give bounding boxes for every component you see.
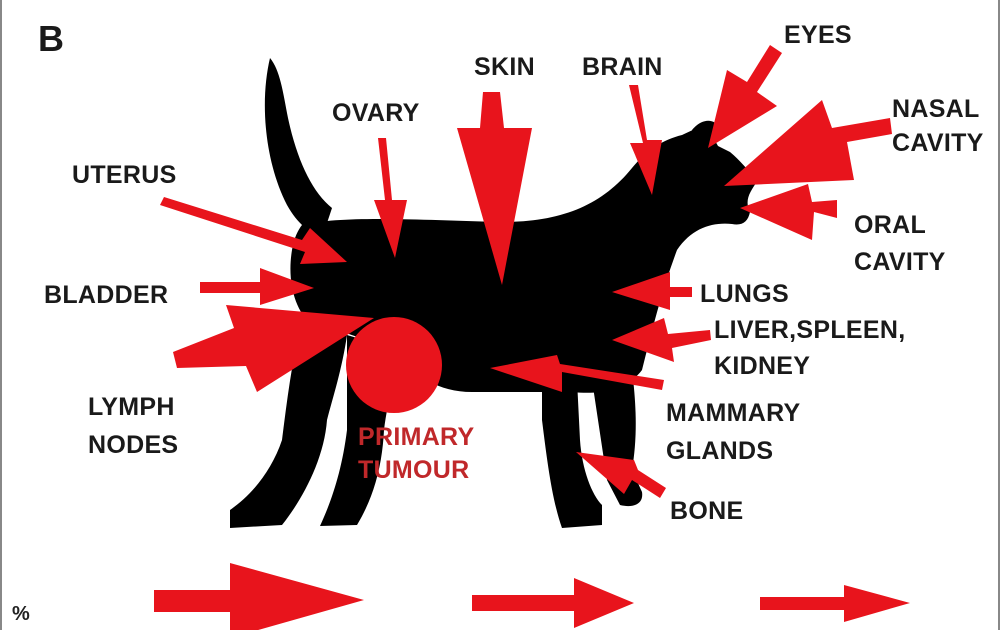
arrow-eyes <box>708 45 782 148</box>
label-mammary-line2: GLANDS <box>666 434 773 468</box>
label-skin: SKIN <box>474 50 535 84</box>
label-brain: BRAIN <box>582 50 663 84</box>
label-bone: BONE <box>670 494 743 528</box>
dog-front-leg-a <box>542 380 602 528</box>
legend-arrow-large <box>154 563 364 630</box>
dog-tail <box>265 58 332 233</box>
label-eyes: EYES <box>784 18 852 52</box>
label-primary-line1: PRIMARY <box>358 420 474 454</box>
label-lungs: LUNGS <box>700 277 789 311</box>
label-uterus: UTERUS <box>72 158 177 192</box>
label-ovary: OVARY <box>332 96 420 130</box>
label-lymph-line1: LYMPH <box>88 390 175 424</box>
label-liver-line1: LIVER,SPLEEN, <box>714 313 905 347</box>
label-oral-line1: ORAL <box>854 208 926 242</box>
label-bladder: BLADDER <box>44 278 168 312</box>
legend-arrow-small <box>760 585 910 622</box>
label-mammary-line1: MAMMARY <box>666 396 801 430</box>
label-nasal-line2: CAVITY <box>892 126 984 160</box>
primary-tumour-circle <box>346 317 442 413</box>
label-primary-line2: TUMOUR <box>358 453 470 487</box>
panel-letter: B <box>38 22 64 56</box>
label-lymph-line2: NODES <box>88 428 178 462</box>
legend-arrow-medium <box>472 578 634 628</box>
arrow-oral <box>740 184 837 240</box>
label-nasal-line1: NASAL <box>892 92 980 126</box>
label-liver-line2: KIDNEY <box>714 349 810 383</box>
legend-percent-symbol: % <box>12 603 30 626</box>
label-oral-line2: CAVITY <box>854 245 946 279</box>
